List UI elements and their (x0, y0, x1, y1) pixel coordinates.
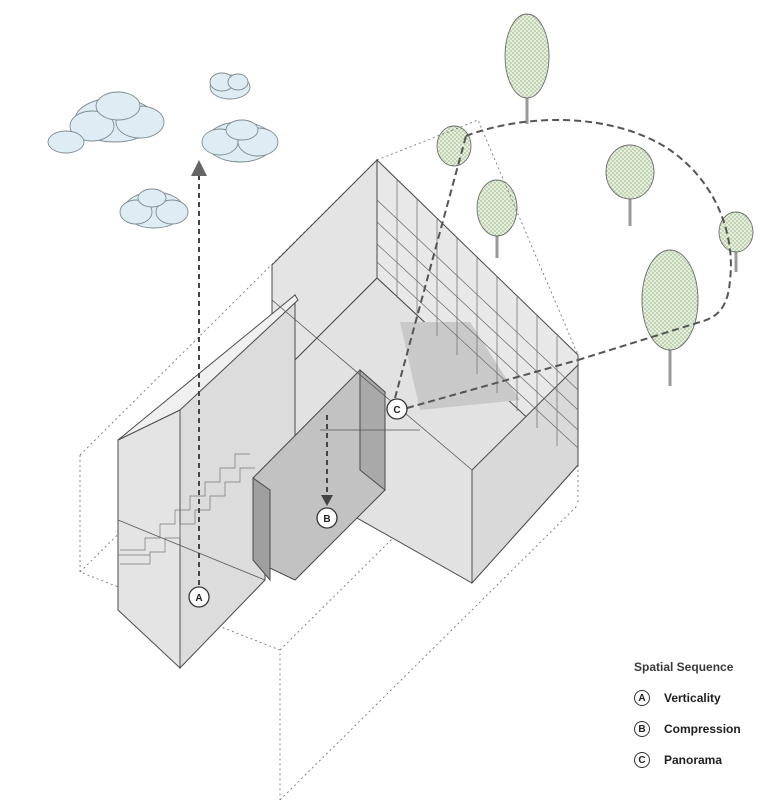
marker-a-letter: A (195, 593, 202, 604)
cloud-group (47, 72, 279, 229)
path-c (394, 119, 732, 409)
marker-b-letter: B (323, 514, 330, 525)
legend-label-a: Verticality (664, 691, 721, 705)
legend: Spatial Sequence A Verticality B Compres… (634, 660, 769, 781)
legend-badge-a: A (634, 690, 650, 706)
tree-icon (605, 144, 655, 226)
cloud-icon (201, 119, 279, 163)
staircase (118, 453, 255, 565)
marker-b: B (316, 507, 338, 529)
path-b (321, 415, 333, 506)
cloud-icon (209, 72, 251, 100)
legend-badge-c: C (634, 752, 650, 768)
legend-item-c: C Panorama (634, 750, 769, 770)
stair-volume-front (117, 409, 181, 670)
tree-icon (504, 13, 550, 124)
legend-label-c: Panorama (664, 753, 723, 767)
legend-item-a: A Verticality (634, 688, 769, 708)
cloud-icon (47, 91, 165, 154)
courtyard-shadow (400, 322, 520, 410)
curtain-wall-grid (376, 180, 579, 449)
tree-icon (436, 125, 472, 167)
legend-title: Spatial Sequence (634, 660, 734, 674)
compression-volume-inset (252, 477, 271, 582)
path-a (191, 160, 207, 585)
building-massing (117, 158, 579, 670)
cloud-icon (119, 188, 189, 229)
edge-lines (117, 299, 473, 668)
stair-volume-top (117, 294, 299, 441)
marker-c-letter: C (393, 405, 400, 416)
legend-item-b: B Compression (634, 719, 769, 739)
tree-icon (476, 179, 518, 258)
tree-icon (641, 249, 699, 386)
tree-icon (718, 211, 754, 272)
arrow-up-icon (191, 160, 207, 176)
arrow-down-icon (321, 495, 333, 506)
marker-a: A (188, 586, 210, 608)
tree-group (436, 13, 754, 386)
marker-c: C (386, 398, 408, 420)
legend-badge-b: B (634, 721, 650, 737)
legend-label-b: Compression (664, 722, 741, 736)
